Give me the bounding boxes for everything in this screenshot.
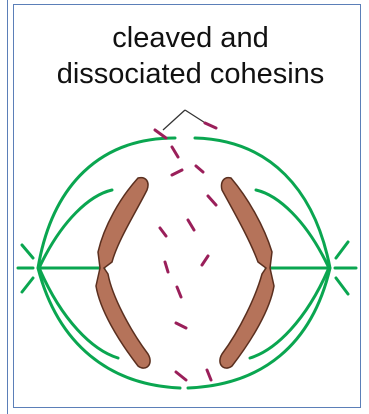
annotation-pointer bbox=[163, 110, 210, 130]
chromosome-left bbox=[96, 178, 150, 368]
aster-ray-right-2 bbox=[336, 242, 348, 258]
cohesin-fragment bbox=[172, 147, 178, 157]
cohesin-fragment bbox=[176, 323, 186, 328]
cohesin-fragment bbox=[205, 123, 216, 128]
aster-ray-right-3 bbox=[336, 278, 348, 294]
cohesin-fragments bbox=[155, 123, 216, 380]
cohesin-fragment bbox=[208, 196, 216, 205]
cohesin-fragment bbox=[196, 166, 203, 172]
chromosomes bbox=[96, 178, 274, 368]
chromosome-right bbox=[220, 178, 274, 368]
cohesin-fragment bbox=[188, 220, 194, 230]
cohesin-fragment bbox=[207, 370, 211, 380]
cohesin-fragment bbox=[165, 262, 168, 272]
spindle-fibers bbox=[18, 138, 356, 388]
cohesin-fragment bbox=[160, 228, 166, 236]
cohesin-fragment bbox=[176, 372, 186, 380]
cohesin-fragment bbox=[177, 287, 181, 297]
cohesin-fragment bbox=[202, 256, 208, 265]
aster-ray-left-3 bbox=[22, 278, 33, 292]
aster-ray-left-2 bbox=[22, 245, 33, 258]
cohesin-fragment bbox=[172, 170, 182, 175]
cohesin-fragment bbox=[155, 130, 166, 138]
